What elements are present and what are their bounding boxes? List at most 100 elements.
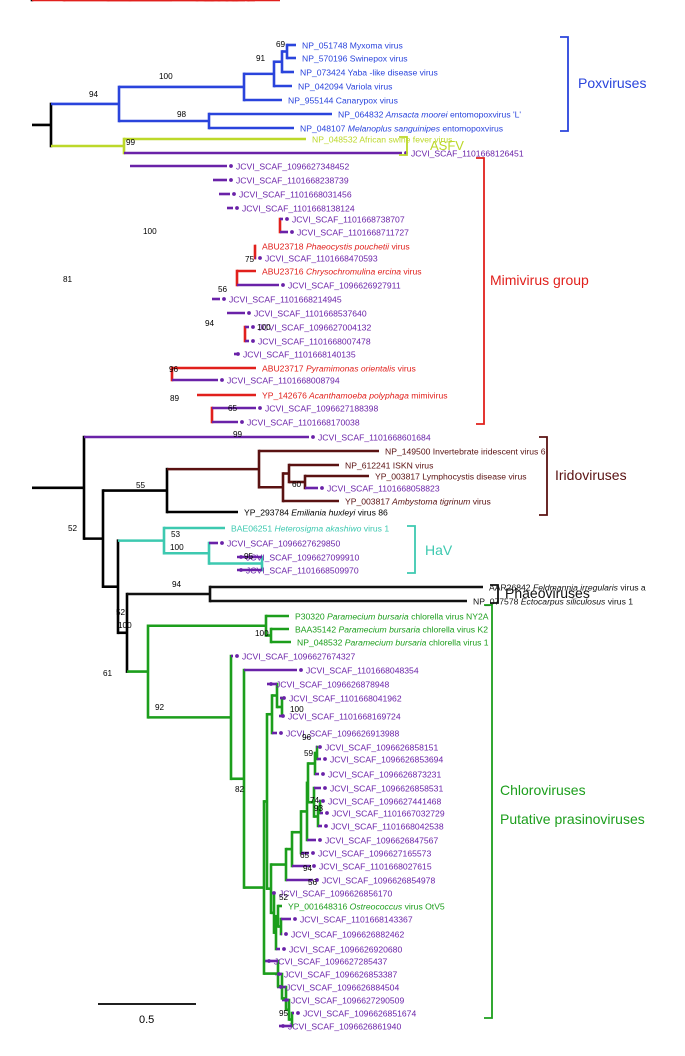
leaf-label: JCVI_SCAF_1096626847567 — [325, 836, 438, 846]
environmental-sequence-dot — [240, 420, 244, 424]
bootstrap-value: 52 — [116, 608, 126, 617]
bootstrap-value: 60 — [292, 480, 302, 489]
leaf-label: NP_612241 ISKN virus — [345, 461, 433, 471]
leaf-label: BAE06251 Heterosigma akashiwo virus 1 — [231, 524, 389, 534]
leaf-label: NP_048107 Melanoplus sanguinipes entomop… — [300, 124, 503, 134]
environmental-sequence-dot — [258, 406, 262, 410]
clade-bracket — [490, 584, 499, 604]
leaf-label: JCVI_SCAF_1101668007478 — [258, 337, 371, 347]
clade-label: HaV — [425, 542, 453, 558]
bootstrap-value: 99 — [126, 138, 136, 147]
leaf-label: JCVI_SCAF_1096626861940 — [288, 1022, 401, 1032]
leaf-label: P30320 Paramecium bursaria chlorella vir… — [295, 612, 489, 622]
environmental-sequence-dot — [229, 164, 233, 168]
leaf-label: JCVI_SCAF_1096627441468 — [328, 797, 441, 807]
leaf-label: JCVI_SCAF_1101668042538 — [331, 822, 444, 832]
bootstrap-value: 96 — [169, 365, 179, 374]
leaf-label: NP_051748 Myxoma virus — [302, 41, 403, 51]
leaf-label: JCVI_SCAF_1101668126451 — [411, 149, 524, 159]
bootstrap-value: 93 — [314, 804, 324, 813]
environmental-sequence-dot — [315, 878, 319, 882]
leaf-label: JCVI_SCAF_1096626856170 — [279, 889, 392, 899]
leaf-label: ABU23716 Chrysochromulina ercina virus — [262, 267, 422, 277]
bootstrap-value: 52 — [68, 524, 78, 533]
leaf-label: YP_293784 Emiliania huxleyi virus 86 — [244, 508, 388, 518]
environmental-sequence-dot — [220, 541, 224, 545]
environmental-sequence-dot — [251, 325, 255, 329]
leaf-label: JCVI_SCAF_1096626853694 — [330, 755, 443, 765]
leaf-label: JCVI_SCAF_1101668214945 — [229, 295, 342, 305]
scale-bar-label: 0.5 — [139, 1014, 154, 1026]
leaf-label: JCVI_SCAF_1096627285437 — [274, 957, 387, 967]
bootstrap-value: 100 — [255, 629, 269, 638]
environmental-sequence-dot — [324, 824, 328, 828]
environmental-sequence-dot — [296, 1011, 300, 1015]
bootstrap-value: 100 — [159, 72, 173, 81]
environmental-sequence-dot — [220, 378, 224, 382]
leaf-label: BAA35142 Paramecium bursaria chlorella v… — [295, 625, 488, 635]
bootstrap-value: 56 — [218, 285, 228, 294]
leaf-label: JCVI_SCAF_1096626873231 — [328, 770, 441, 780]
environmental-sequence-dot — [232, 192, 236, 196]
leaf-label: JCVI_SCAF_1101668048354 — [306, 666, 419, 676]
leaf-label: JCVI_SCAF_1101668140135 — [243, 350, 356, 360]
leaf-label: JCVI_SCAF_1101668738707 — [292, 215, 405, 225]
environmental-sequence-dot — [311, 435, 315, 439]
bootstrap-value: 74 — [310, 796, 320, 805]
leaf-label: JCVI_SCAF_1101668138124 — [242, 204, 355, 214]
leaf-label: NP_077578 Ectocarpus siliculosus virus 1 — [473, 597, 633, 607]
bootstrap-value: 95 — [244, 552, 254, 561]
leaf-label: JCVI_SCAF_1101668143367 — [300, 915, 413, 925]
bootstrap-value: 100 — [143, 227, 157, 236]
clade-bracket — [399, 136, 408, 156]
bootstrap-value: 61 — [103, 669, 113, 678]
leaf-label: JCVI_SCAF_1096626878948 — [276, 680, 389, 690]
environmental-sequence-dot — [258, 256, 262, 260]
bootstrap-value: 94 — [89, 90, 99, 99]
leaf-label: JCVI_SCAF_1096627629850 — [227, 539, 340, 549]
bootstrap-value: 52 — [279, 893, 289, 902]
environmental-sequence-dot — [284, 932, 288, 936]
leaf-label: JCVI_SCAF_1101668509970 — [246, 566, 359, 576]
environmental-sequence-dot — [293, 917, 297, 921]
clade-label: Phaeoviruses — [505, 585, 590, 601]
environmental-sequence-dot — [321, 772, 325, 776]
leaf-label: JCVI_SCAF_1101667032729 — [332, 809, 445, 819]
bootstrap-value: 100 — [118, 621, 132, 630]
environmental-sequence-dot — [325, 811, 329, 815]
clade-bracket — [560, 36, 569, 132]
bootstrap-value: 82 — [235, 785, 245, 794]
environmental-sequence-dot — [236, 352, 240, 356]
bootstrap-value: 95 — [279, 1009, 289, 1018]
clade-label: Putative prasinoviruses — [500, 811, 645, 827]
environmental-sequence-dot — [239, 555, 243, 559]
environmental-sequence-dot — [282, 696, 286, 700]
leaf-label: NP_570196 Swinepox virus — [302, 54, 408, 64]
leaf-label: JCVI_SCAF_1096626854978 — [322, 876, 435, 886]
environmental-sequence-dot — [281, 714, 285, 718]
clade-bracket — [539, 436, 548, 516]
leaf-label: AAR26842 Feldmannia irregularis virus a — [489, 583, 646, 593]
environmental-sequence-dot — [299, 668, 303, 672]
leaf-label: YP_001648316 Ostreococcus virus OtV5 — [288, 902, 445, 912]
bootstrap-value: 59 — [304, 749, 314, 758]
bootstrap-value: 89 — [170, 394, 180, 403]
leaf-label: JCVI_SCAF_1096627674327 — [242, 652, 355, 662]
leaf-label: NP_042094 Variola virus — [298, 82, 392, 92]
bootstrap-value: 96 — [302, 733, 312, 742]
leaf-label: JCVI_SCAF_1101668041962 — [289, 694, 402, 704]
bootstrap-value: 100 — [290, 705, 304, 714]
leaf-label: YP_142676 Acanthamoeba polyphaga mimivir… — [262, 391, 448, 401]
clade-label: Mimivirus group — [490, 272, 589, 288]
bootstrap-value: 92 — [155, 703, 165, 712]
environmental-sequence-dot — [279, 731, 283, 735]
environmental-sequence-dot — [284, 998, 288, 1002]
bootstrap-value: 69 — [276, 40, 286, 49]
bootstrap-value: 53 — [171, 530, 181, 539]
leaf-label: JCVI_SCAF_1096627099910 — [246, 553, 359, 563]
leaf-label: ABU23717 Pyramimonas orientalis virus — [262, 364, 416, 374]
clade-label: Chloroviruses — [500, 782, 586, 798]
bootstrap-value: 75 — [245, 255, 255, 264]
environmental-sequence-dot — [277, 972, 281, 976]
